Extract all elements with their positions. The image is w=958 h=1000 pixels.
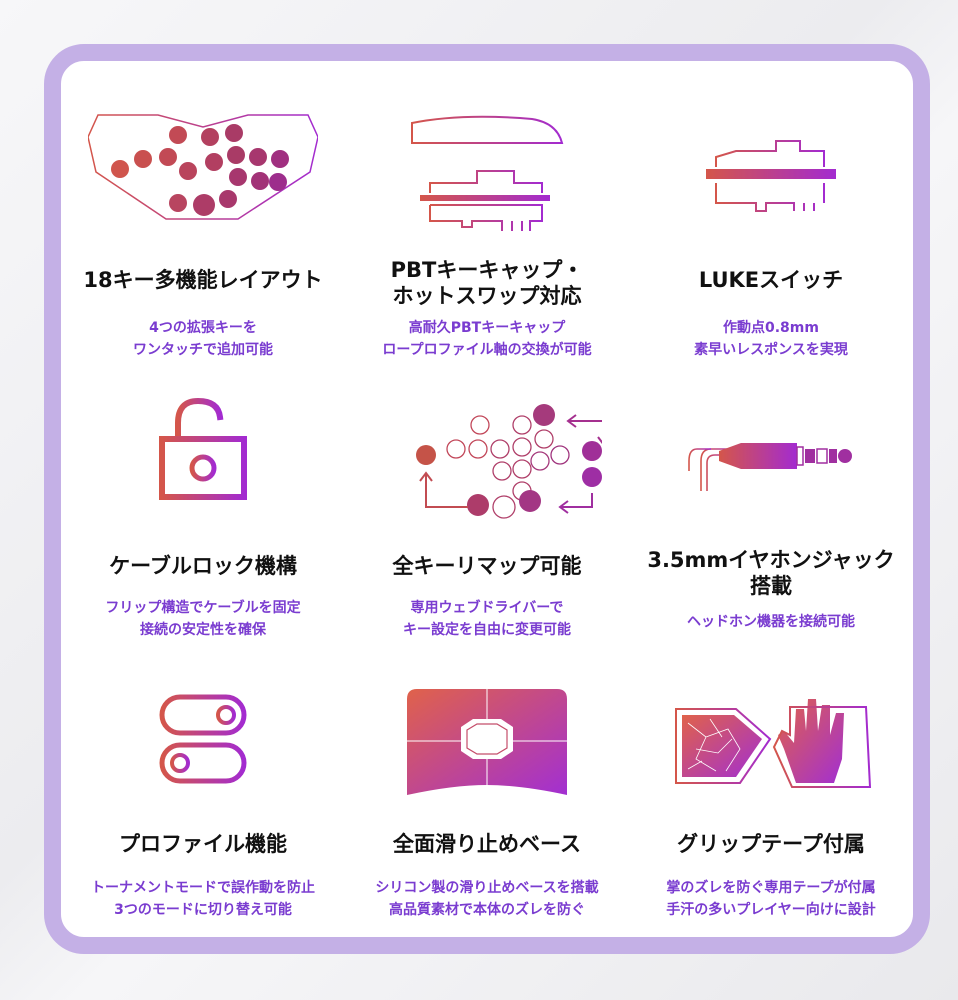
feature-title: 全キーリマップ可能: [392, 554, 582, 578]
key-layout-icon: [61, 107, 345, 237]
feature-panel: 18キー多機能レイアウト 4つの拡張キーをワンタッチで追加可能 PBTキーキャッ…: [44, 44, 930, 954]
feature-title: LUKEスイッチ: [698, 268, 844, 292]
feature-desc: 高耐久PBTキーキャップロープロファイル軸の交換が可能: [382, 320, 592, 358]
audio-jack-icon: [629, 421, 913, 551]
feature-desc: フリップ構造でケーブルを固定接続の安定性を確保: [105, 600, 301, 638]
feature-title: PBTキーキャップ・ホットスワップ対応: [390, 258, 584, 308]
feature-title: 18キー多機能レイアウト: [83, 268, 323, 292]
base-pad-icon: [345, 685, 629, 815]
feature-title: 全面滑り止めベース: [393, 832, 581, 856]
feature-desc: シリコン製の滑り止めベースを搭載高品質素材で本体のズレを防ぐ: [375, 880, 599, 918]
feature-title: ケーブルロック機構: [109, 554, 297, 578]
feature-title: プロファイル機能: [119, 832, 287, 856]
switch-icon: [629, 127, 913, 257]
feature-title: グリップテープ付属: [677, 832, 865, 856]
padlock-icon: [61, 395, 345, 525]
grip-tape-icon: [629, 679, 913, 809]
remap-icon: [345, 401, 629, 531]
feature-grid: 18キー多機能レイアウト 4つの拡張キーをワンタッチで追加可能 PBTキーキャッ…: [61, 61, 913, 937]
toggle-icon: [61, 687, 345, 817]
feature-desc: 掌のズレを防ぐ専用テープが付属手汗の多いプレイヤー向けに設計: [666, 880, 876, 918]
feature-desc: 4つの拡張キーをワンタッチで追加可能: [133, 320, 273, 358]
keycap-switch-icon: [345, 113, 629, 243]
feature-desc: 専用ウェブドライバーでキー設定を自由に変更可能: [403, 600, 571, 638]
feature-title: 3.5mmイヤホンジャック搭載: [647, 548, 895, 598]
feature-desc: ヘッドホン機器を接続可能: [687, 614, 855, 630]
